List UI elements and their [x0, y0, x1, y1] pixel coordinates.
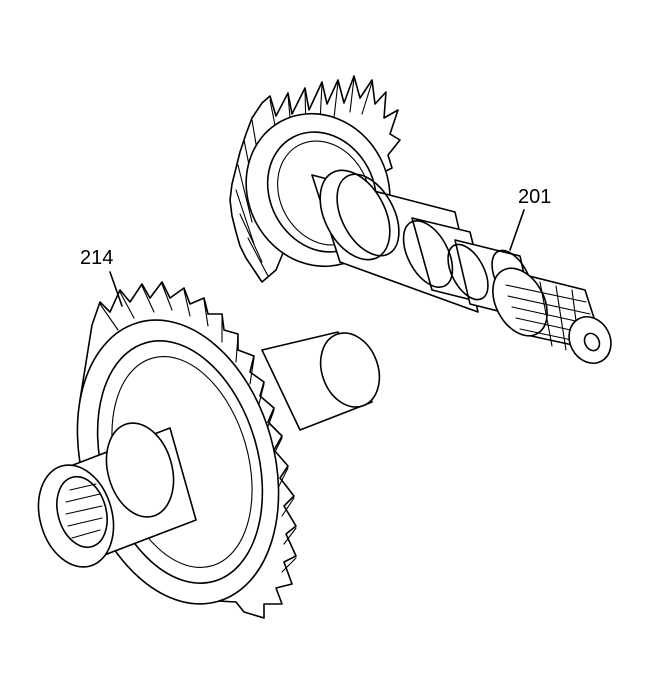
leader-line-214 [109, 271, 123, 307]
callout-214: 214 [80, 247, 123, 307]
lower-hub-end-face [37, 464, 115, 568]
callout-201: 201 [509, 186, 551, 251]
leader-line-201 [509, 209, 525, 251]
lower-front-hub [37, 422, 197, 568]
upper-spline-end [492, 267, 612, 364]
upper-shaft-end-face [568, 316, 612, 364]
lower-rear-stub [261, 331, 381, 431]
pinion-shaft-gear [229, 75, 612, 364]
callout-label-214: 214 [80, 247, 113, 269]
internal-spline-bore [56, 475, 108, 549]
callout-label-201: 201 [518, 186, 551, 208]
output-shaft-gear [37, 281, 381, 619]
center-hole [583, 332, 601, 352]
